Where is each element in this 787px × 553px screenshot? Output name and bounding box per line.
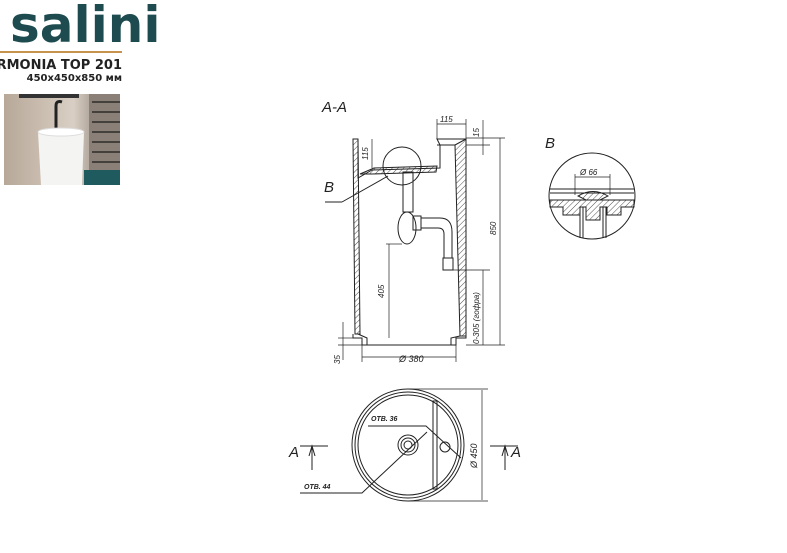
detail-b xyxy=(548,152,636,240)
dim-top-width: 115 xyxy=(440,115,453,124)
plan-hole-tap: ОТВ. 36 xyxy=(371,416,398,423)
divider xyxy=(0,51,122,53)
dim-base-diameter: Ø 380 xyxy=(398,354,424,364)
dim-drain-range: 0-305 (гофра) xyxy=(472,292,481,344)
product-title: ARMONIA TOP 201 xyxy=(0,58,122,73)
product-dimensions: 450x450x850 мм xyxy=(26,73,122,84)
detail-callout-label: B xyxy=(324,179,334,196)
section-mark-right: A xyxy=(510,444,521,461)
detail-label: B xyxy=(545,135,555,152)
dim-base-height: 35 xyxy=(333,355,342,364)
plan-view xyxy=(300,388,518,502)
section-mark-left: A xyxy=(288,444,299,461)
siphon xyxy=(397,171,454,271)
brand-logo: salini xyxy=(10,0,161,54)
dim-drain-height: 405 xyxy=(377,284,386,298)
dim-outer-diameter: Ø 450 xyxy=(469,443,479,469)
dim-height: 850 xyxy=(489,221,498,235)
detail-b-callout-circle xyxy=(382,146,422,186)
dim-top-height: 15 xyxy=(472,128,481,137)
section-label: A-A xyxy=(321,99,347,116)
dim-detail-diameter: Ø 66 xyxy=(579,168,598,177)
section-body xyxy=(352,138,467,346)
dim-basin-depth: 115 xyxy=(361,147,370,160)
plan-hole-drain: ОТВ. 44 xyxy=(304,484,331,491)
product-photo xyxy=(4,94,120,185)
